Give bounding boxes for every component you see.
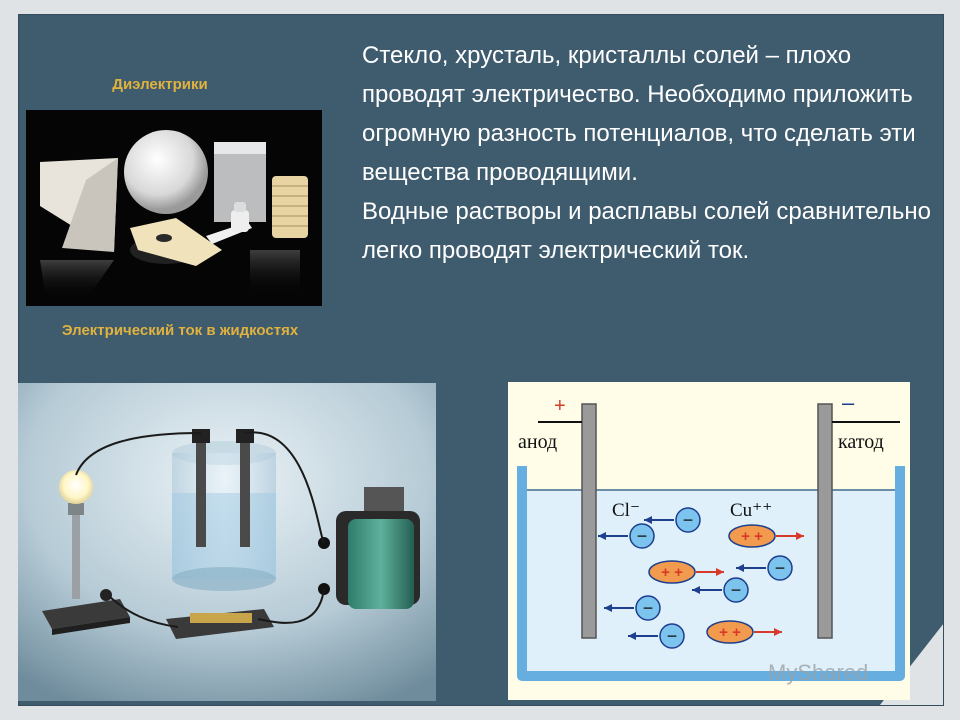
myshared-watermark: MyShared (768, 660, 869, 685)
chloride-ion-label: Cl⁻ (612, 500, 640, 521)
current-in-liquids-caption: Электрический ток в жидкостях (61, 322, 299, 339)
electrolytic-cell-photo (18, 383, 436, 701)
cation-charge: + + (741, 528, 763, 545)
cation-charge: + + (719, 624, 741, 641)
anion-charge: − (643, 598, 654, 618)
chloride-ion (723, 577, 749, 603)
cation-charge: + + (661, 564, 683, 581)
paragraph-electrolytes: Водные растворы и расплавы солей сравнит… (362, 198, 931, 264)
arrow-head (736, 564, 744, 572)
anode-label: анод (518, 431, 557, 453)
chloride-ion (675, 507, 701, 533)
paragraph-dielectrics: Стекло, хрусталь, кристаллы солей – плох… (362, 42, 916, 186)
chloride-ion (659, 623, 685, 649)
dielectrics-caption: Диэлектрики (112, 76, 208, 93)
copper-ion (706, 620, 754, 644)
arrow-head (796, 532, 804, 540)
arrow-head (604, 604, 612, 612)
arrow-head (692, 586, 700, 594)
chloride-ion (629, 523, 655, 549)
arrow-head (716, 568, 724, 576)
chloride-ion (767, 555, 793, 581)
anode-plus-sign: + (554, 395, 566, 417)
chloride-ion (635, 595, 661, 621)
arrow-head (598, 532, 606, 540)
anion-charge: − (683, 510, 694, 530)
cathode-label: катод (838, 431, 884, 453)
anion-charge: − (667, 626, 678, 646)
anion-charge: − (775, 558, 786, 578)
dielectrics-photo (26, 110, 322, 306)
copper-ion (728, 524, 776, 548)
anion-charge: − (637, 526, 648, 546)
arrow-head (644, 516, 652, 524)
copper-ion-label: Cu⁺⁺ (730, 500, 772, 521)
main-text-block: Стекло, хрусталь, кристаллы солей – плох… (362, 36, 932, 270)
arrow-head (774, 628, 782, 636)
cathode-minus-sign: – (842, 390, 855, 415)
electrolysis-diagram: + – анод катод Cl⁻ Cu⁺⁺ −−−−−−+ ++ ++ + (508, 382, 910, 700)
anion-charge: − (731, 580, 742, 600)
copper-ion (648, 560, 696, 584)
arrow-head (628, 632, 636, 640)
